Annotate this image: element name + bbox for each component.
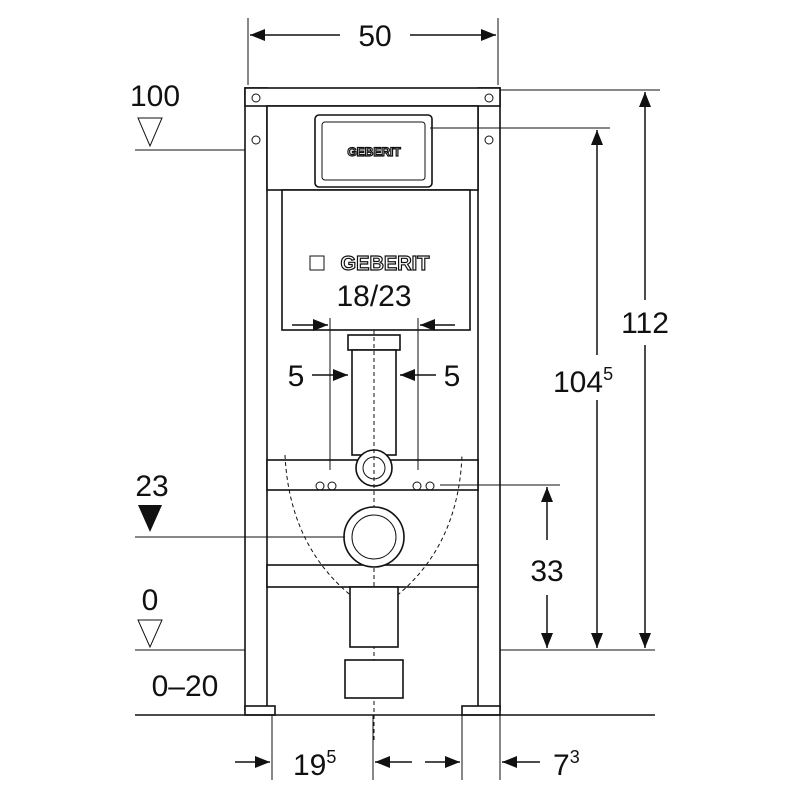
level-0-label: 0 bbox=[142, 584, 159, 617]
level-marker-icon bbox=[137, 619, 163, 649]
flush-plate-offset-label: 18/23 bbox=[336, 280, 411, 313]
level-marker-icon bbox=[137, 117, 163, 148]
flush-plate: GEBERIT bbox=[314, 114, 433, 188]
width-label: 50 bbox=[358, 20, 391, 53]
flush-plate-logo: GEBERIT bbox=[347, 145, 401, 159]
level-0: 0 0–20 bbox=[135, 584, 655, 716]
height-33-label: 33 bbox=[530, 555, 563, 588]
level-23: 23 bbox=[135, 470, 345, 538]
level-23-label: 23 bbox=[135, 470, 168, 503]
offset-right-label: 5 bbox=[444, 360, 461, 393]
height-dimensions: 112 1045 33 bbox=[430, 89, 669, 648]
height-112-label: 112 bbox=[621, 307, 669, 340]
cistern-logo: GEBERIT bbox=[341, 253, 430, 275]
level-100-label: 100 bbox=[130, 80, 180, 113]
cistern: GEBERIT 18/23 bbox=[281, 189, 471, 470]
offset-left-label: 5 bbox=[288, 360, 305, 393]
height-104-5-label: 1045 bbox=[553, 364, 613, 399]
level-marker-filled-icon bbox=[138, 505, 162, 532]
width-dimension: 50 bbox=[247, 18, 499, 85]
level-100: 100 bbox=[130, 80, 245, 151]
wc-outline bbox=[284, 454, 463, 699]
floor-adjust-label: 0–20 bbox=[152, 670, 219, 703]
depth-dimensions: 195 73 bbox=[235, 715, 580, 782]
rear-7-3-label: 73 bbox=[553, 747, 580, 782]
depth-19-5-label: 195 bbox=[293, 747, 336, 782]
